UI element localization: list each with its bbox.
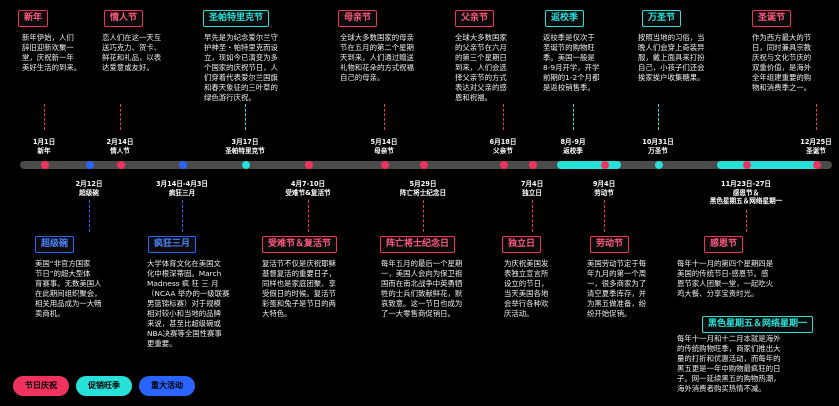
promo-segment-back-to-school — [557, 161, 621, 169]
timeline-dot — [655, 161, 663, 169]
bottom-event-date: 5月29日 — [409, 180, 437, 188]
bottom-event-date: 7月4日 — [520, 180, 544, 188]
top-event-tag: 母亲节 — [338, 10, 378, 27]
top-event-date: 1月1日 — [32, 138, 56, 146]
top-event-name: 圣诞节 — [806, 147, 826, 155]
top-event-description: 返校季是仅次于 圣诞节的购物旺 季。美国一般是 8-9月开学，开学 前期的1-2… — [543, 33, 600, 92]
top-event-tag: 万圣节 — [642, 10, 682, 27]
timeline-dot — [179, 161, 187, 169]
top-event-description: 全球大多数国家 的父亲节在六月 的第三个星期日 到来，人们会选 择父亲节的方式 … — [455, 33, 507, 102]
bottom-event-description: 每年十一月的第四个星期四是 美国的传统节日-感恩节。感 恩节家人团聚一堂，一起吃… — [677, 259, 774, 298]
top-event-name: 父亲节 — [493, 147, 513, 155]
bottom-event-name: 劳动节 — [594, 189, 614, 197]
bottom-event-date: 2月12日 — [75, 180, 103, 188]
top-event-name: 万圣节 — [648, 147, 668, 155]
legend-promotion: 促销旺季 — [76, 376, 132, 396]
bottom-connector — [308, 200, 309, 232]
bottom-event-description: 为庆祝美国发 表独立宣言所 设立的节日， 当天美国各地 会举行各种欢 庆活动。 — [504, 259, 549, 318]
bottom-event-name: 超级碗 — [79, 189, 99, 197]
top-event-tag: 圣诞节 — [752, 10, 792, 27]
top-event-date: 5月14日 — [370, 138, 398, 146]
timeline-dot — [117, 161, 125, 169]
top-event-description: 新年伊始，人们 辞旧迎新欢聚一 堂，庆祝新一年 美好生活的到来。 — [22, 33, 82, 72]
top-event-tag: 情人节 — [104, 10, 144, 27]
bottom-event-tag: 感恩节 — [704, 236, 744, 253]
timeline-dot — [743, 161, 751, 169]
top-connector — [44, 104, 45, 130]
top-event-date: 12月25日 — [800, 138, 832, 146]
top-event-description: 全球大多数国家的母亲 节在五月的第二个星期 天到来，人们通过赠送 礼物和花朵的方… — [340, 33, 414, 82]
bottom-event-tag: 疯狂三月 — [148, 236, 197, 253]
bottom-event-name: 受难节&复活节 — [285, 189, 331, 197]
bottom-event-date: 4月7-10日 — [290, 180, 326, 188]
timeline-dot — [242, 161, 250, 169]
top-connector — [573, 104, 574, 130]
bottom-connector — [532, 200, 533, 232]
bottom-event-description: 美国“非官方国家 节日”的超大型体 育赛事。无数美国人 在此期间组织聚会， 相关… — [35, 259, 102, 318]
bottom-event-description: 大学体育文化在美国文 化中根深蒂固。March Madness 疯 狂 三 月 … — [147, 259, 230, 348]
bottom-connector — [746, 210, 747, 232]
legend-festival: 节日庆祝 — [13, 376, 69, 396]
top-event-description: 恋人们在这一天互 送巧克力、贺卡、 鲜花和礼品，以表 达爱意或友好。 — [102, 33, 162, 72]
bottom-connector — [604, 200, 605, 232]
top-event-date: 3月17日 — [231, 138, 259, 146]
top-connector — [245, 104, 246, 130]
timeline-dot — [601, 161, 609, 169]
bottom-event-description: 每年十一月和十二月本就是海外 的传统购物旺季，商家们推出大 量的打折和优惠活动，… — [677, 334, 781, 393]
bottom-event-description: 美国劳动节定于每 年九月的第一个周 一，很多商家为了 清空夏季库存，并 为黑五做… — [587, 259, 647, 318]
top-event-tag: 新年 — [18, 10, 49, 27]
timeline-dot — [813, 161, 821, 169]
top-connector — [384, 104, 385, 130]
top-event-description: 早先是为纪念爱尔兰守 护神圣・帕特里克而设 立，现如今已演变为多 个国家的庆祝节… — [204, 33, 278, 102]
top-event-name: 情人节 — [110, 147, 130, 155]
timeline-dot — [570, 161, 578, 169]
bottom-event-name: 疯狂三月 — [168, 189, 196, 197]
bottom-event-tag: 阵亡将士纪念日 — [380, 236, 456, 253]
bottom-event-description: 每年五月的最后一个星期 一，美国人会向为保卫祖 国而在南北战争中英勇牺 牲的士兵… — [381, 259, 463, 318]
bottom-event-name: 阵亡将士纪念日 — [399, 189, 447, 197]
top-event-name: 母亲节 — [374, 147, 394, 155]
bottom-event-date: 11月23日-27日 — [720, 180, 772, 188]
bottom-event-tag: 黑色星期五＆网络星期一 — [702, 316, 814, 333]
bottom-event-tag: 劳动节 — [590, 236, 630, 253]
top-connector — [120, 104, 121, 130]
legend-major-event: 重大活动 — [139, 376, 195, 396]
bottom-event-tag: 独立日 — [502, 236, 542, 253]
top-event-tag: 父亲节 — [455, 10, 495, 27]
top-connector — [816, 104, 817, 130]
bottom-connector — [182, 200, 183, 232]
timeline-dot — [305, 161, 313, 169]
top-event-name: 圣帕特里克节 — [225, 147, 265, 155]
top-event-date: 10月31日 — [642, 138, 674, 146]
timeline-dot — [381, 161, 389, 169]
timeline-dot — [420, 161, 428, 169]
top-event-description: 按照当地的习俗，当 晚人们会穿上奇装异 服，戴上面具来打扮 自己，小孩子们还会 … — [638, 33, 705, 82]
bottom-connector — [89, 200, 90, 232]
bottom-event-tag: 受难节＆复活节 — [262, 236, 338, 253]
top-event-tag: 返校季 — [545, 10, 585, 27]
top-event-date: 8月-9月 — [560, 138, 586, 146]
top-event-date: 2月14日 — [106, 138, 134, 146]
timeline-dot — [41, 161, 49, 169]
timeline-dot — [529, 161, 537, 169]
bottom-event-name: 感恩节＆ 黑色星期五＆网络星期一 — [709, 189, 783, 205]
top-connector — [503, 104, 504, 130]
bottom-event-description: 复活节不仅是庆祝耶稣 基督复活的重要日子， 同样也是家庭团聚、享 受假日的时候。… — [262, 259, 336, 318]
top-event-description: 作为西方最大的节 日，同时兼具宗教 庆祝与文化节庆的 双重价值，是海外 全年组建… — [752, 33, 812, 92]
top-event-name: 返校季 — [563, 147, 583, 155]
timeline-dot — [86, 161, 94, 169]
bottom-event-date: 9月4日 — [592, 180, 616, 188]
bottom-event-tag: 超级碗 — [35, 236, 75, 253]
top-connector — [658, 104, 659, 130]
bottom-connector — [423, 200, 424, 232]
promo-segment-thanksgiving — [717, 161, 819, 169]
top-event-name: 新年 — [37, 147, 51, 155]
top-event-tag: 圣帕特里克节 — [203, 10, 270, 27]
bottom-event-date: 3月14日-4月3日 — [155, 180, 209, 188]
timeline-dot — [500, 161, 508, 169]
bottom-event-name: 独立日 — [522, 189, 542, 197]
top-event-date: 6月18日 — [489, 138, 517, 146]
